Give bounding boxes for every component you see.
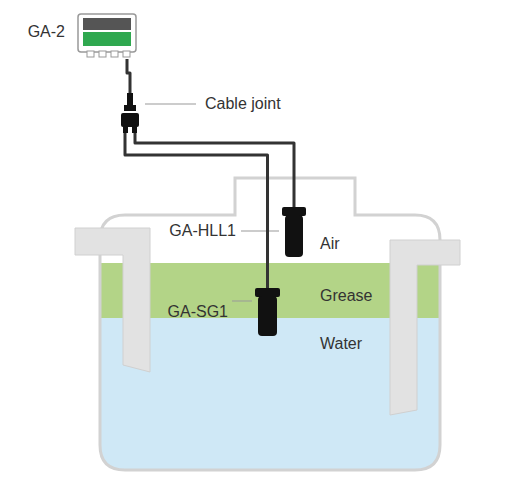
part-label: Cable joint <box>205 95 281 113</box>
leader-line <box>241 231 279 232</box>
sensor-shape <box>255 288 280 336</box>
cable-joint: Cable joint <box>121 93 139 133</box>
layer-label: Water <box>320 335 362 353</box>
controller-unit: GA-2 <box>77 13 137 59</box>
part-label: GA-2 <box>28 23 65 41</box>
part-label: GA-SG1 <box>168 303 228 321</box>
part-label: GA-HLL1 <box>169 222 236 240</box>
layer-label: Air <box>320 235 340 253</box>
leader-line <box>232 301 252 302</box>
sensor-cable <box>127 59 130 93</box>
grease-sensor: GA-SG1 <box>255 288 280 336</box>
device-shape <box>77 13 137 59</box>
outlet-pipe <box>390 240 460 415</box>
sensor-cable <box>125 133 268 288</box>
sensor-cable <box>135 133 294 207</box>
level-sensor: GA-HLL1 <box>282 207 306 257</box>
tank-outline <box>100 178 440 470</box>
sensor-shape <box>282 207 306 257</box>
layer-label: Grease <box>320 287 372 305</box>
inlet-pipe <box>75 228 150 372</box>
joint-shape <box>121 93 139 133</box>
leader-line <box>145 104 196 105</box>
